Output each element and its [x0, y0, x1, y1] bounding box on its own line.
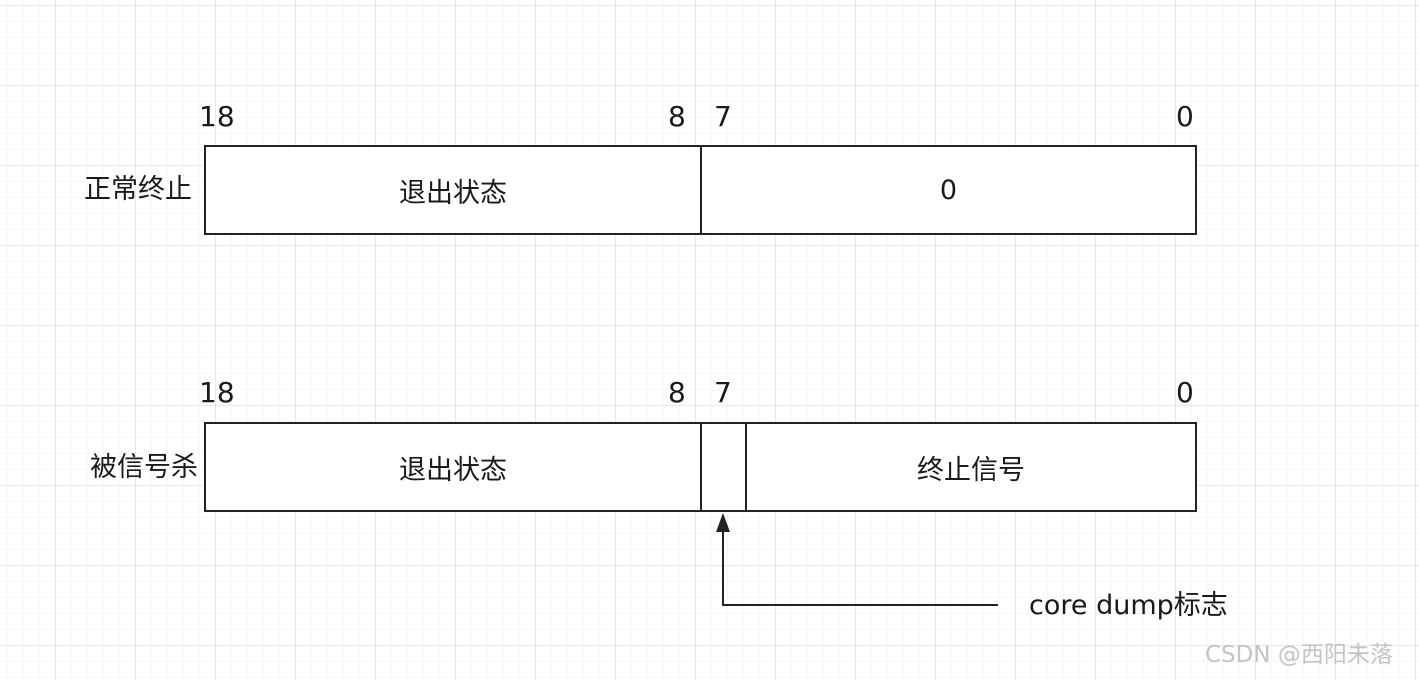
bit-8-label: 8: [668, 100, 686, 133]
bit-0-label: 0: [1176, 100, 1194, 133]
low-byte-zero-field: 0: [700, 145, 1197, 235]
bit-7-label: 7: [714, 100, 732, 133]
bit-18-label: 18: [199, 100, 235, 133]
bit-7-label: 7: [714, 376, 732, 409]
termination-signal-field: 终止信号: [745, 422, 1197, 512]
termination-signal-text: 终止信号: [917, 454, 1025, 486]
low-byte-zero-text: 0: [939, 174, 958, 206]
connector-line: [722, 530, 998, 606]
watermark: CSDN @西阳未落: [1205, 642, 1393, 668]
row-label-normal-exit: 正常终止: [84, 174, 192, 205]
row-label-signal-killed: 被信号杀: [90, 452, 198, 483]
core-dump-flag-label: core dump标志: [1029, 590, 1228, 621]
bit-0-label: 0: [1176, 376, 1194, 409]
exit-status-text: 退出状态: [399, 454, 507, 486]
bit-8-label: 8: [668, 376, 686, 409]
bit-18-label: 18: [199, 376, 235, 409]
exit-status-field: 退出状态: [204, 145, 702, 235]
core-dump-bit-field: [700, 422, 747, 512]
exit-status-text: 退出状态: [399, 177, 507, 209]
arrow-head-icon: [716, 513, 730, 532]
